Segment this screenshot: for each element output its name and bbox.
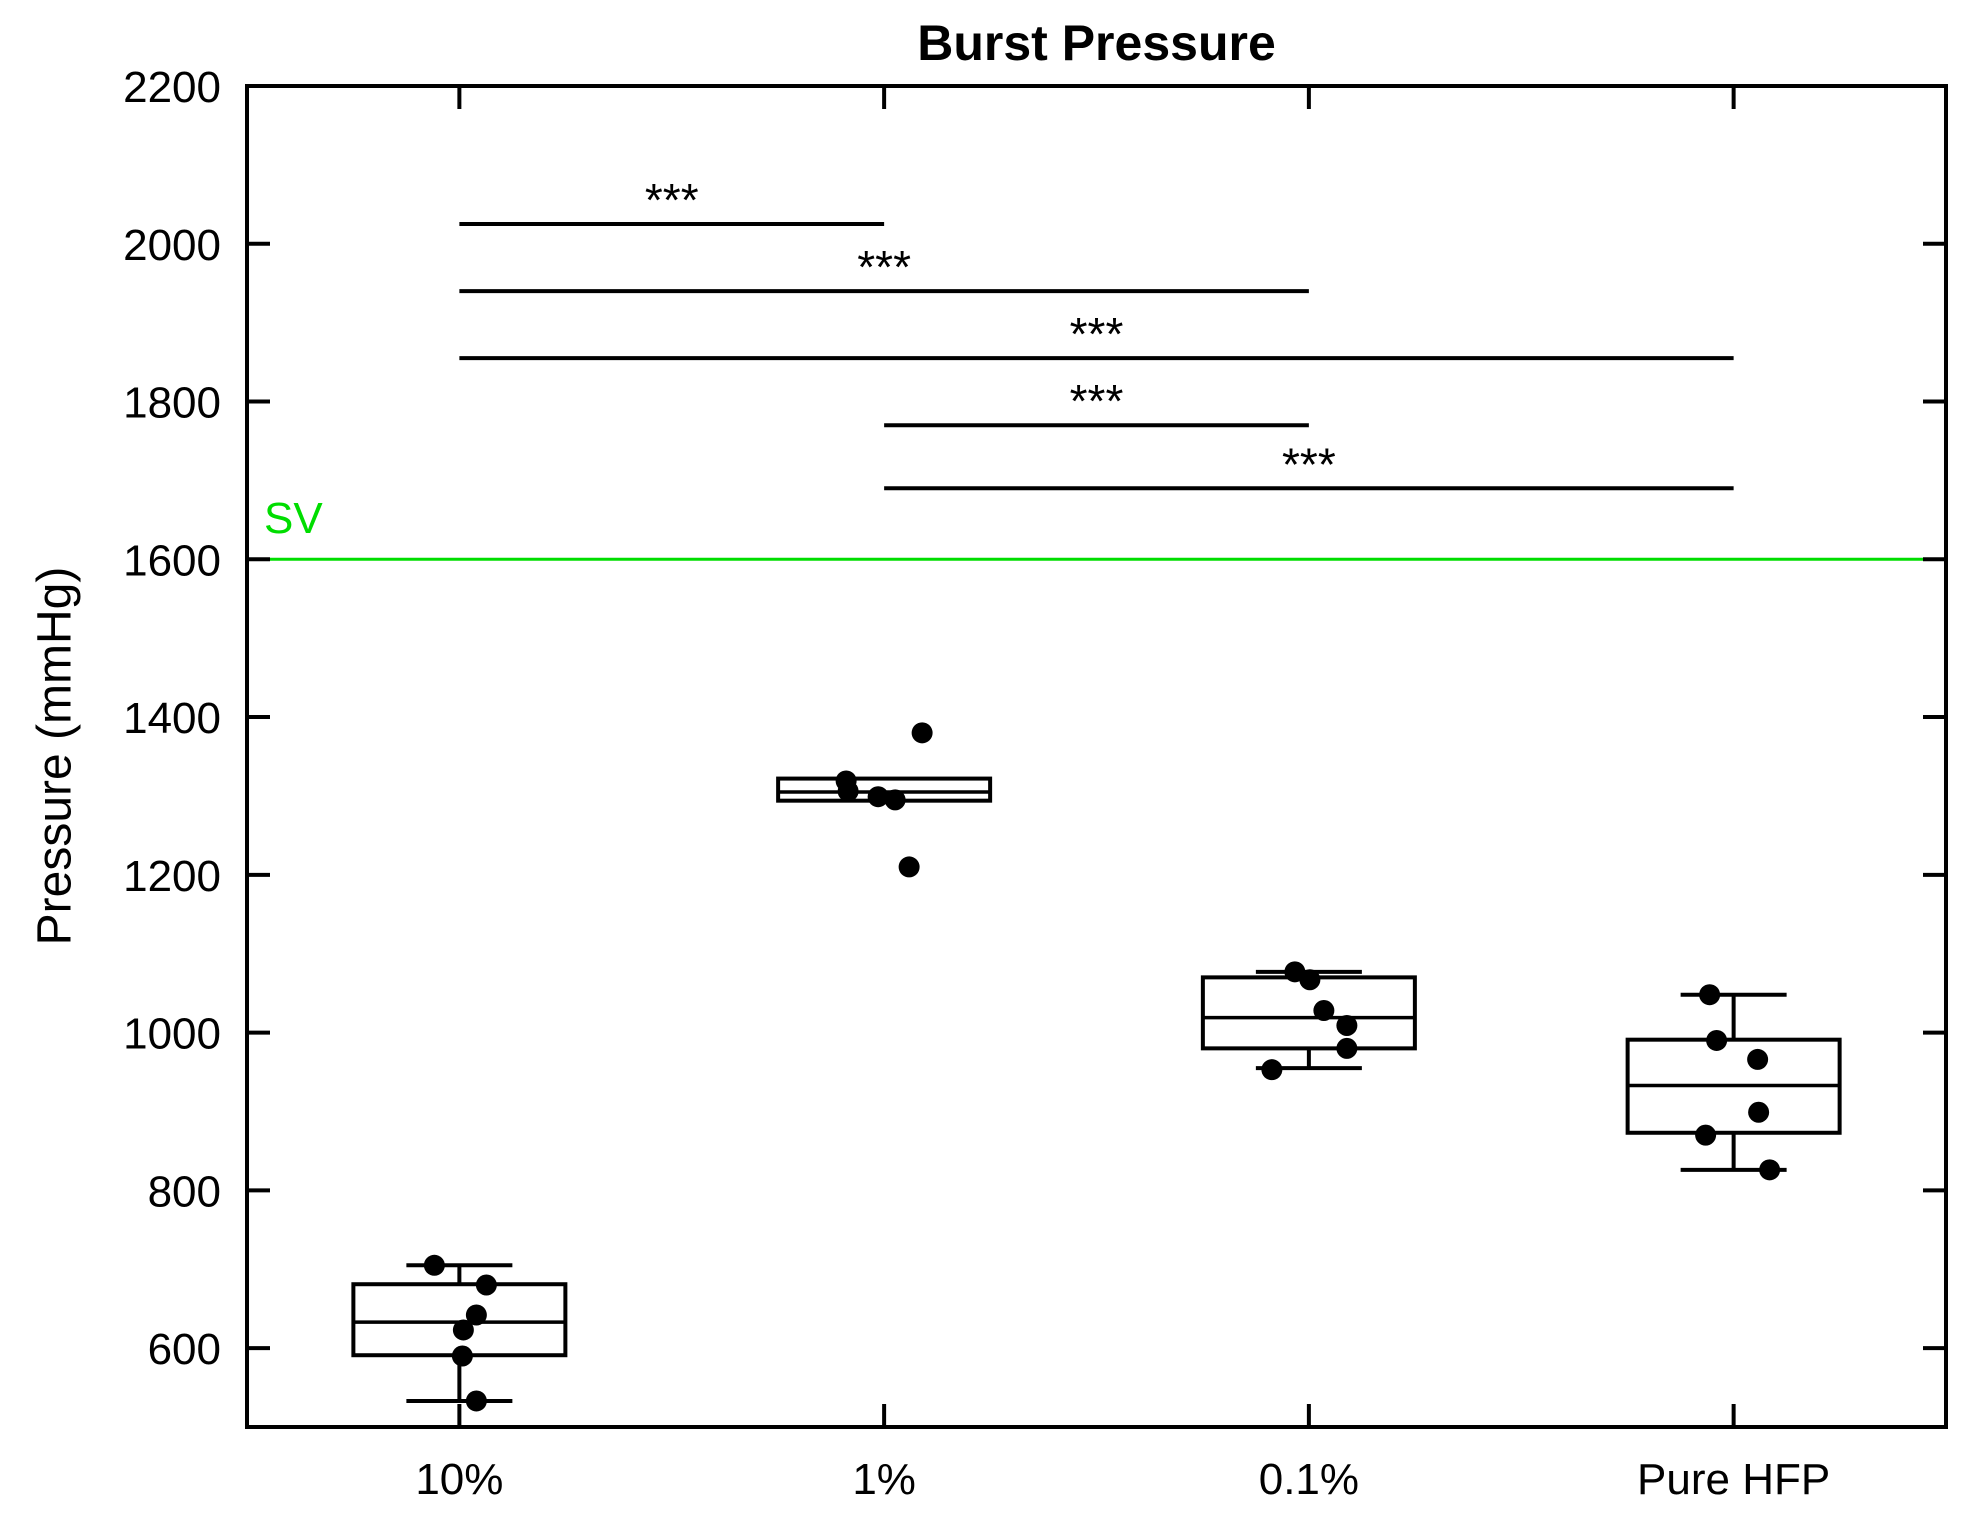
- chart-title: Burst Pressure: [917, 15, 1276, 71]
- y-tick-label-1400: 1400: [123, 694, 221, 743]
- data-point-1%-5: [884, 789, 906, 811]
- data-point-10%-5: [451, 1345, 473, 1367]
- data-point-10%-1: [423, 1254, 445, 1276]
- data-point-Pure HFP-4: [1748, 1101, 1770, 1123]
- data-point-0.1%-5: [1336, 1037, 1358, 1059]
- y-tick-label-800: 800: [148, 1167, 221, 1216]
- plot-border: [245, 84, 1948, 1429]
- data-point-Pure HFP-5: [1695, 1124, 1717, 1146]
- data-point-10%-4: [452, 1319, 474, 1341]
- sv-reference-label: SV: [264, 494, 323, 543]
- data-point-0.1%-3: [1313, 1000, 1335, 1022]
- data-point-Pure HFP-2: [1706, 1029, 1728, 1051]
- y-tick-label-1600: 1600: [123, 536, 221, 585]
- data-point-Pure HFP-1: [1699, 984, 1721, 1006]
- data-point-Pure HFP-3: [1747, 1048, 1769, 1070]
- y-tick-label-2000: 2000: [123, 221, 221, 270]
- box-10%: [351, 1282, 568, 1358]
- data-point-0.1%-4: [1336, 1014, 1358, 1036]
- x-tick-label-2: 1%: [852, 1455, 916, 1504]
- significance-stars-4: ***: [1070, 375, 1124, 427]
- data-point-10%-6: [465, 1390, 487, 1412]
- data-point-1%-6: [898, 856, 920, 878]
- x-tick-label-4: Pure HFP: [1637, 1455, 1830, 1504]
- data-point-0.1%-6: [1261, 1059, 1283, 1081]
- y-tick-label-600: 600: [148, 1325, 221, 1374]
- data-point-1%-1: [911, 722, 933, 744]
- y-tick-label-1200: 1200: [123, 852, 221, 901]
- y-tick-label-1000: 1000: [123, 1010, 221, 1059]
- significance-stars-1: ***: [645, 174, 699, 226]
- data-point-10%-2: [475, 1274, 497, 1296]
- x-tick-label-3: 0.1%: [1259, 1455, 1359, 1504]
- data-point-10%-3: [465, 1304, 487, 1326]
- significance-stars-5: ***: [1282, 438, 1336, 490]
- y-tick-label-2200: 2200: [123, 63, 221, 112]
- data-point-1%-3: [837, 780, 859, 802]
- data-point-1%-4: [867, 786, 889, 808]
- significance-stars-3: ***: [1070, 308, 1124, 360]
- significance-stars-2: ***: [857, 241, 911, 293]
- data-point-0.1%-2: [1299, 969, 1321, 991]
- y-tick-label-1800: 1800: [123, 379, 221, 428]
- x-tick-label-1: 10%: [415, 1455, 503, 1504]
- data-point-Pure HFP-6: [1759, 1159, 1781, 1181]
